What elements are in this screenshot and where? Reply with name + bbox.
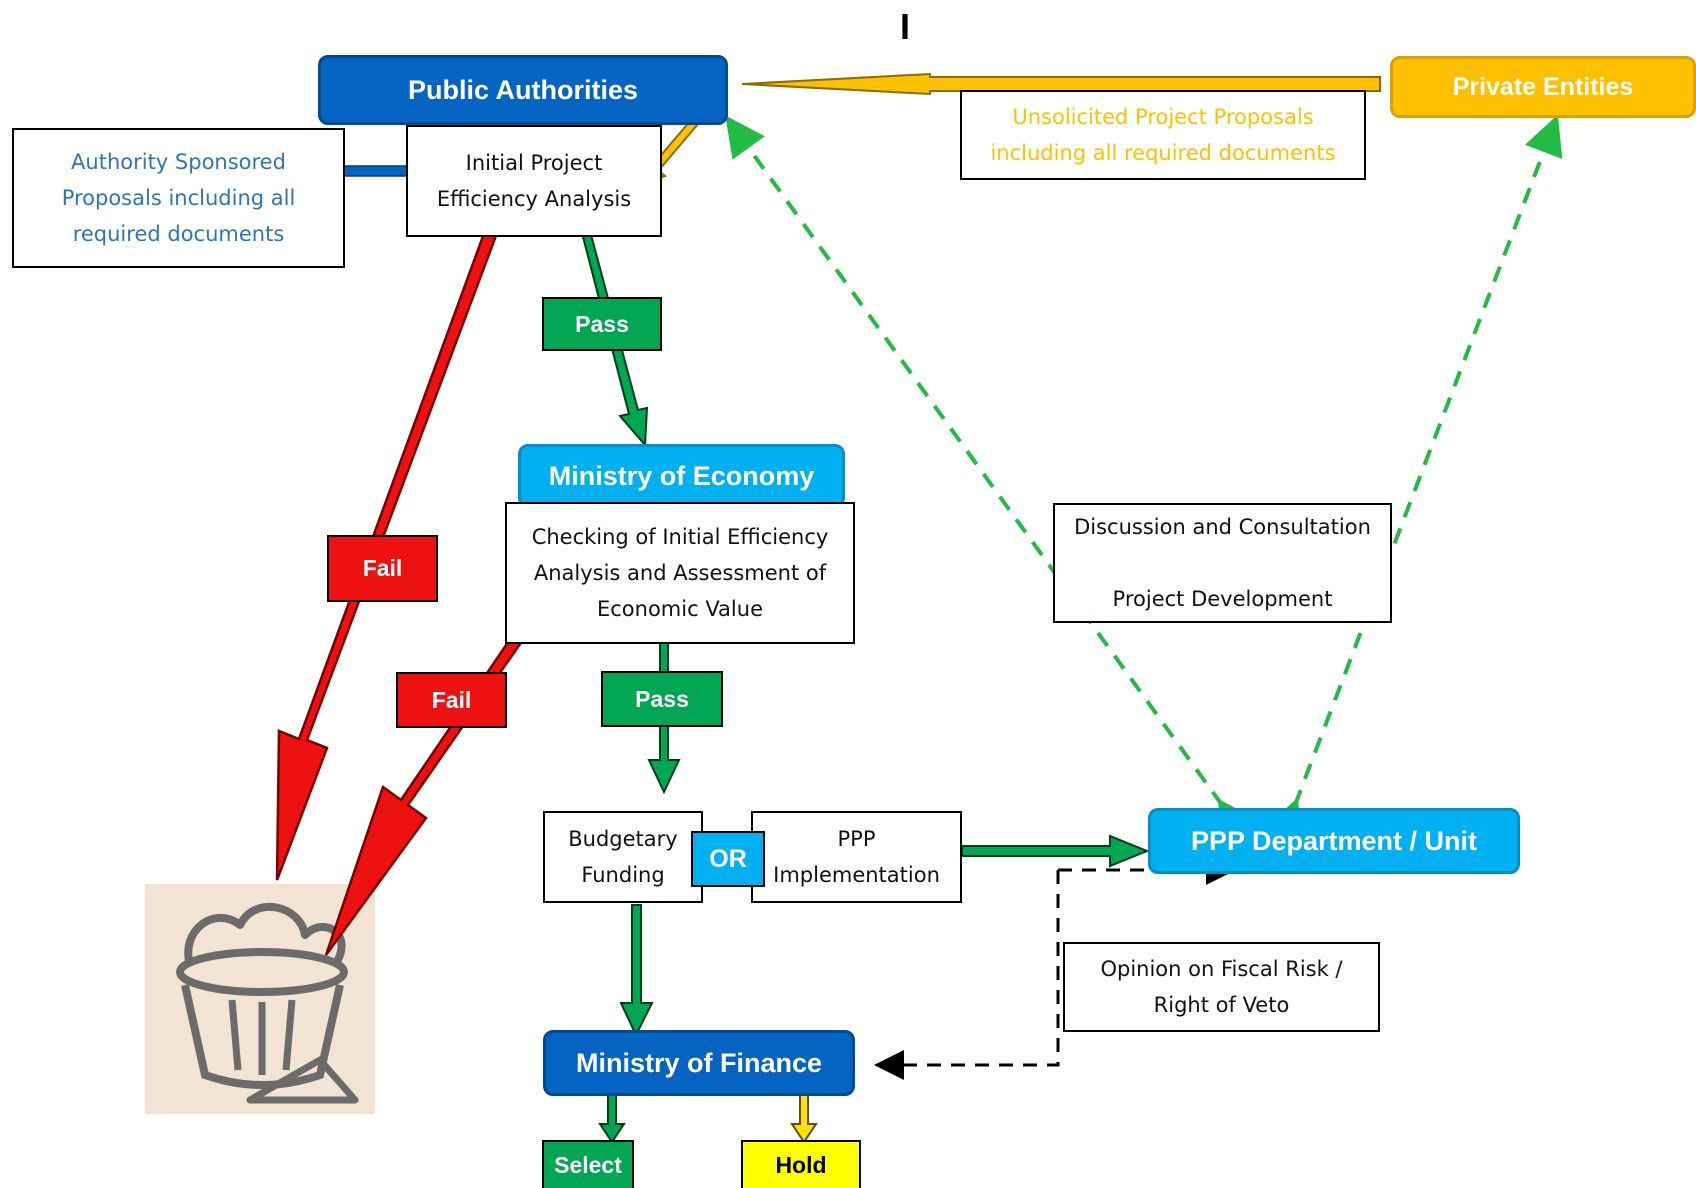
fail-tag-1: Fail xyxy=(327,535,438,602)
public-authorities-node[interactable]: Public Authorities xyxy=(318,55,728,125)
ministry-of-finance-node[interactable]: Ministry of Finance xyxy=(543,1030,855,1096)
red-fail-arrows xyxy=(275,226,529,956)
pass-tag-1: Pass xyxy=(542,297,662,351)
pass-tag-2: Pass xyxy=(601,671,723,727)
fail-tag-2: Fail xyxy=(396,672,507,728)
or-label: OR xyxy=(691,831,765,887)
select-tag[interactable]: Select xyxy=(542,1140,634,1188)
unsolicited-proposals-note: Unsolicited Project Proposals including … xyxy=(960,90,1366,180)
budgetary-funding-note[interactable]: Budgetary Funding xyxy=(543,811,703,903)
ppp-implementation-note[interactable]: PPP Implementation xyxy=(751,811,962,903)
hold-tag[interactable]: Hold xyxy=(741,1140,861,1188)
top-mark: I xyxy=(899,6,910,47)
checking-analysis-note: Checking of Initial Efficiency Analysis … xyxy=(505,502,855,644)
authority-proposals-note: Authority Sponsored Proposals including … xyxy=(12,128,345,268)
discussion-note: Discussion and Consultation Project Deve… xyxy=(1053,503,1392,623)
dashed-black-connectors xyxy=(874,855,1236,1080)
dashed-green-connectors xyxy=(725,114,1563,843)
ppp-department-node[interactable]: PPP Department / Unit xyxy=(1148,808,1520,874)
private-entities-node[interactable]: Private Entities xyxy=(1390,56,1696,118)
fiscal-risk-note: Opinion on Fiscal Risk / Right of Veto xyxy=(1063,942,1380,1032)
initial-analysis-note: Initial Project Efficiency Analysis xyxy=(406,125,662,237)
ministry-of-economy-node[interactable]: Ministry of Economy xyxy=(518,444,845,508)
